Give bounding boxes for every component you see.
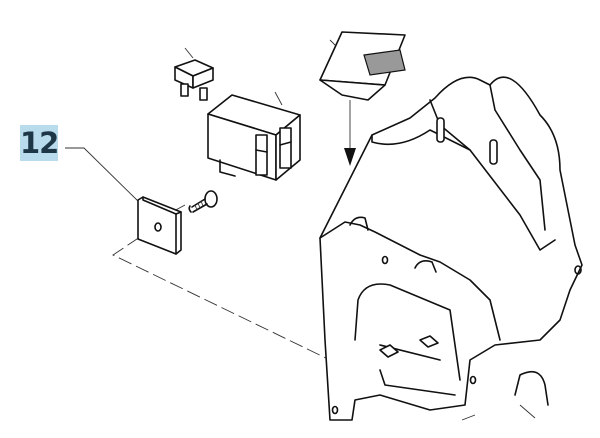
- callout-leader-line: [65, 147, 141, 204]
- mounting-bracket: [319, 76, 583, 421]
- screw: [188, 190, 218, 213]
- square-nut-part-12: [137, 196, 182, 255]
- connector-block: [319, 31, 406, 166]
- fuse: [174, 47, 214, 101]
- assembly-line-left: [112, 226, 337, 406]
- part-number-callout: 12: [20, 125, 59, 161]
- relay-socket: [207, 91, 301, 181]
